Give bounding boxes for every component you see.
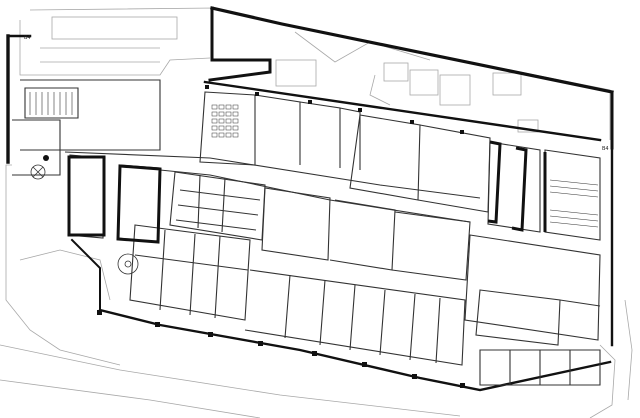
southeast-rooms [475,289,601,346]
roof-unit-2 [383,62,409,82]
stair-treads [29,92,599,228]
site-edge-ramp [19,249,111,301]
roof-slope-line-2 [369,74,391,106]
column-round [43,155,49,161]
site-road-south [0,344,461,417]
roof-unit-5 [492,72,522,96]
north-wall [210,6,614,94]
open-office-south [244,269,466,366]
site-road-south-2 [0,379,261,418]
roof-slope-line [294,31,431,63]
roof-unit-3 [409,69,439,96]
room-cluster-mid-3 [391,211,471,281]
site-context [0,7,633,418]
corridor-main-south [159,169,471,223]
inner-court-wall [208,6,272,82]
roof-unit-1 [275,59,317,87]
west-block [20,79,161,151]
west-core-room [67,154,106,239]
rooms-row-1 [254,94,361,170]
lift-core [117,164,161,243]
west-stair [24,87,79,119]
site-edge-east [589,344,616,418]
southeast-bottom-rooms [479,349,601,386]
rotunda-symbol [30,164,46,180]
lecture-room [199,91,256,166]
core-east-2 [511,146,528,232]
spiral-stair-inner [124,260,132,268]
marker-right: B4 [602,146,609,152]
corridor-main-north [64,151,481,199]
upper-skylight [51,16,178,40]
central-spine-north [203,80,602,142]
room-cluster-mid-2 [329,199,396,271]
exterior-walls [6,6,614,392]
room-large-2 [417,124,491,213]
structural-columns [43,85,465,388]
site-edge-left [5,164,121,366]
southeast-block [464,234,601,341]
room-cluster-mid [261,187,331,261]
interior-walls [12,79,601,386]
south-offices [129,224,251,321]
marker-top-left: B4 [24,35,31,41]
core-east [487,140,502,224]
lecture-seating [211,104,239,138]
south-offices-div [134,229,249,319]
core-block [487,141,541,233]
core-walls [67,140,547,244]
workstations-grid [175,174,261,233]
upper-deck [19,20,211,76]
core-lift [116,164,162,244]
open-office-div [284,274,441,364]
roof-unit-4 [439,74,471,106]
symbols [30,164,139,275]
core-west-stair [67,155,106,237]
west-facade-angled [70,238,101,313]
site-edge-east-2 [624,299,633,401]
roof-unit-6 [517,119,539,133]
spiral-stair [117,253,139,275]
west-lobby [12,119,61,176]
